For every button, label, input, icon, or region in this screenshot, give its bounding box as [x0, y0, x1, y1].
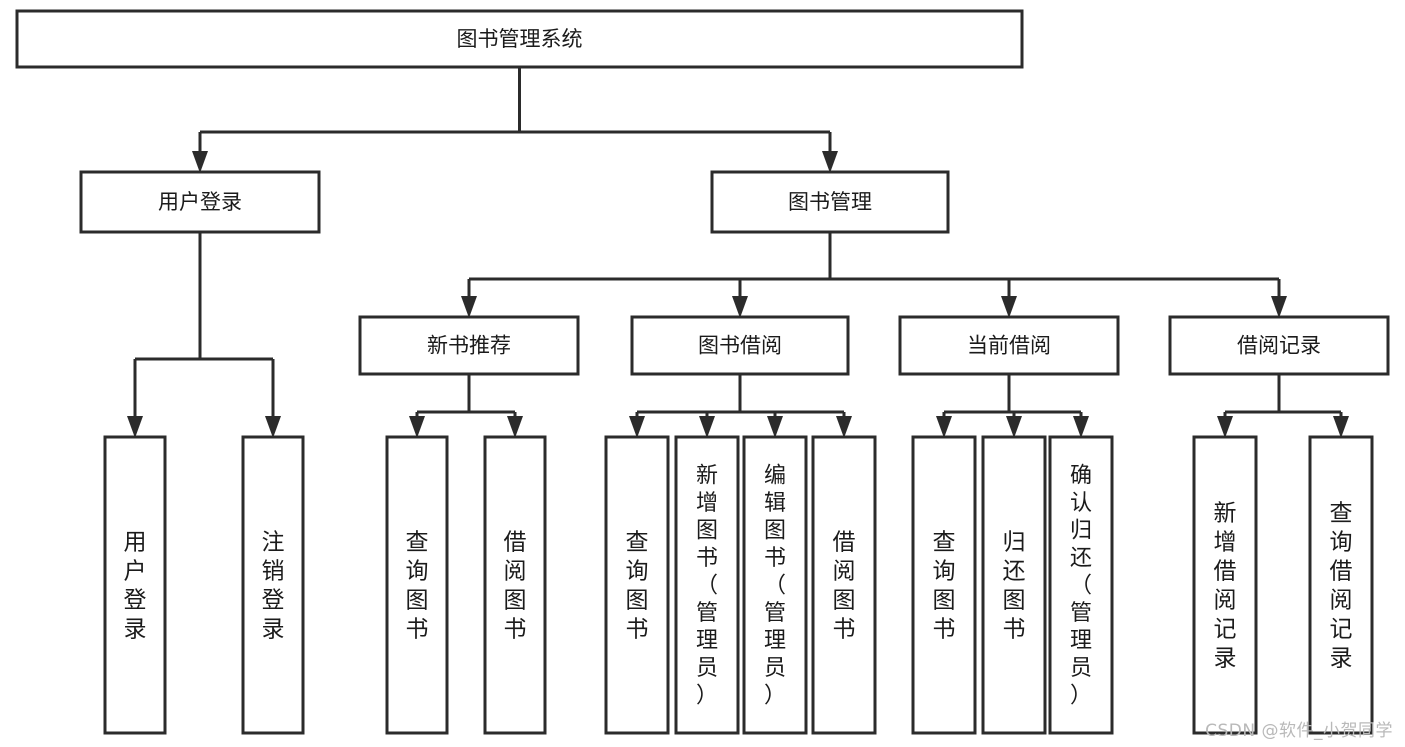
- arrow-head: [1333, 416, 1349, 438]
- node-leaf-user-login[interactable]: 用户登录: [103, 435, 167, 735]
- node-box-leaf-add-book[interactable]: [674, 435, 740, 735]
- arrow-head: [265, 416, 281, 438]
- node-box-leaf-user-login[interactable]: [103, 435, 167, 735]
- node-borrow-record[interactable]: 借阅记录: [1168, 315, 1390, 376]
- node-label-leaf-query-book-recommend: 查询图书: [406, 530, 429, 643]
- node-label-leaf-logout: 注销登录: [262, 530, 285, 643]
- node-root[interactable]: 图书管理系统: [15, 9, 1024, 69]
- node-label-leaf-add-record: 新增借阅记录: [1214, 501, 1237, 672]
- node-label-leaf-edit-book: 编辑图书（管理员）: [764, 464, 786, 709]
- node-label-leaf-query-book-borrow: 查询图书: [626, 530, 649, 643]
- edge-group-borrow-record: [1217, 374, 1349, 438]
- arrow-head: [936, 416, 952, 438]
- node-box-leaf-query-record[interactable]: [1308, 435, 1374, 735]
- node-box-book-management[interactable]: [710, 170, 950, 234]
- arrow-head: [507, 416, 523, 438]
- node-leaf-add-book[interactable]: 新增图书（管理员）: [674, 435, 740, 735]
- edge-group-current-borrow: [936, 374, 1089, 438]
- node-leaf-return-book[interactable]: 归还图书: [981, 435, 1047, 735]
- node-box-leaf-query-book-recommend[interactable]: [385, 435, 449, 735]
- connector-layer: [127, 67, 1349, 438]
- node-box-new-book-recommend[interactable]: [358, 315, 580, 376]
- arrow-head: [1271, 296, 1287, 318]
- node-user-login[interactable]: 用户登录: [79, 170, 321, 234]
- arrow-head: [1217, 416, 1233, 438]
- node-label-book-borrow: 图书借阅: [698, 334, 782, 358]
- node-layer: 图书管理系统用户登录图书管理新书推荐图书借阅当前借阅借阅记录用户登录注销登录查询…: [15, 9, 1390, 735]
- node-label-new-book-recommend: 新书推荐: [427, 334, 511, 358]
- node-leaf-add-record[interactable]: 新增借阅记录: [1192, 435, 1258, 735]
- node-box-borrow-record[interactable]: [1168, 315, 1390, 376]
- edge-group-book-borrow: [629, 374, 852, 438]
- node-label-leaf-add-book: 新增图书（管理员）: [696, 464, 718, 709]
- node-box-leaf-query-book-borrow[interactable]: [604, 435, 670, 735]
- node-leaf-logout[interactable]: 注销登录: [241, 435, 305, 735]
- node-leaf-query-book-borrow[interactable]: 查询图书: [604, 435, 670, 735]
- node-box-leaf-confirm-return[interactable]: [1048, 435, 1114, 735]
- node-box-leaf-borrow-book[interactable]: [811, 435, 877, 735]
- arrow-head: [192, 151, 208, 173]
- arrow-head: [1001, 296, 1017, 318]
- node-label-leaf-confirm-return: 确认归还（管理员）: [1070, 464, 1092, 709]
- node-label-leaf-query-record: 查询借阅记录: [1330, 501, 1353, 672]
- arrow-head: [409, 416, 425, 438]
- node-leaf-query-book-current[interactable]: 查询图书: [911, 435, 977, 735]
- node-box-leaf-query-book-current[interactable]: [911, 435, 977, 735]
- node-box-book-borrow[interactable]: [630, 315, 850, 376]
- arrow-head: [699, 416, 715, 438]
- node-box-leaf-return-book[interactable]: [981, 435, 1047, 735]
- arrow-head: [732, 296, 748, 318]
- arrow-head: [629, 416, 645, 438]
- node-new-book-recommend[interactable]: 新书推荐: [358, 315, 580, 376]
- node-label-leaf-user-login: 用户登录: [124, 530, 147, 643]
- node-label-leaf-return-book: 归还图书: [1003, 530, 1026, 643]
- node-leaf-confirm-return[interactable]: 确认归还（管理员）: [1048, 435, 1114, 735]
- arrow-head: [836, 416, 852, 438]
- node-leaf-query-record[interactable]: 查询借阅记录: [1308, 435, 1374, 735]
- arrow-head: [767, 416, 783, 438]
- node-box-leaf-add-record[interactable]: [1192, 435, 1258, 735]
- node-label-leaf-borrow-book: 借阅图书: [833, 530, 856, 643]
- arrow-head: [461, 296, 477, 318]
- arrow-head: [127, 416, 143, 438]
- watermark-label: CSDN @软件_小贺同学: [1205, 721, 1393, 741]
- node-book-borrow[interactable]: 图书借阅: [630, 315, 850, 376]
- node-label-borrow-record: 借阅记录: [1237, 334, 1321, 358]
- node-label-root: 图书管理系统: [457, 27, 583, 51]
- edge-group-root: [192, 67, 838, 173]
- node-current-borrow[interactable]: 当前借阅: [898, 315, 1120, 376]
- node-label-leaf-query-book-current: 查询图书: [933, 530, 956, 643]
- arrow-head: [1006, 416, 1022, 438]
- node-box-current-borrow[interactable]: [898, 315, 1120, 376]
- node-box-user-login[interactable]: [79, 170, 321, 234]
- arrow-head: [822, 151, 838, 173]
- edge-group-new-book-recommend: [409, 374, 523, 438]
- arrow-head: [1073, 416, 1089, 438]
- edge-group-book-management: [461, 232, 1287, 318]
- node-leaf-query-book-recommend[interactable]: 查询图书: [385, 435, 449, 735]
- node-leaf-edit-book[interactable]: 编辑图书（管理员）: [742, 435, 808, 735]
- node-label-current-borrow: 当前借阅: [967, 334, 1051, 358]
- edge-group-user-login: [127, 232, 281, 438]
- node-label-book-management: 图书管理: [788, 190, 872, 214]
- node-box-leaf-edit-book[interactable]: [742, 435, 808, 735]
- node-box-leaf-logout[interactable]: [241, 435, 305, 735]
- node-label-leaf-borrow-book-recommend: 借阅图书: [504, 530, 527, 643]
- node-box-leaf-borrow-book-recommend[interactable]: [483, 435, 547, 735]
- node-box-root[interactable]: [15, 9, 1024, 69]
- node-label-user-login: 用户登录: [158, 190, 242, 214]
- node-leaf-borrow-book[interactable]: 借阅图书: [811, 435, 877, 735]
- node-book-management[interactable]: 图书管理: [710, 170, 950, 234]
- node-leaf-borrow-book-recommend[interactable]: 借阅图书: [483, 435, 547, 735]
